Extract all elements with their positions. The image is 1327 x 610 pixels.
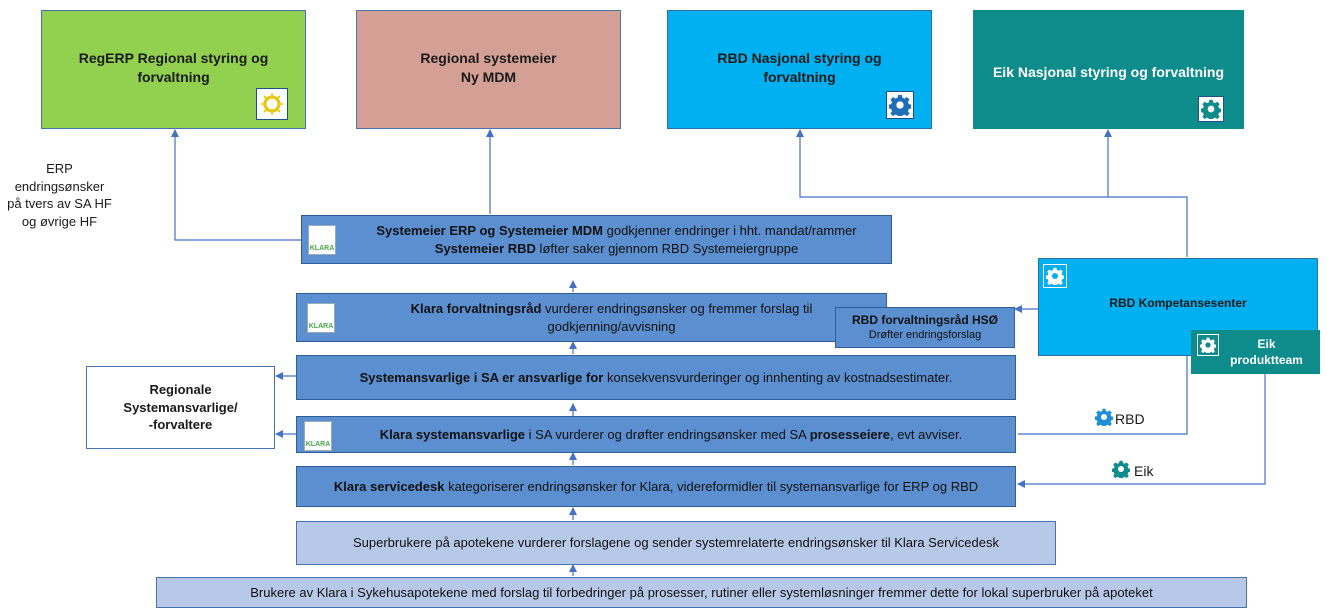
eik-line1: Eik Nasjonal styring og forvaltning <box>992 64 1225 80</box>
regionale-line2: Systemansvarlige/ <box>123 399 238 415</box>
arrow-rbd-klarasys <box>1018 355 1188 435</box>
erp-note-line1: ERP endringsønsker <box>14 161 105 194</box>
eik-edge-text: Eik <box>1134 463 1154 479</box>
klara-servicedesk-box: Klara servicedesk kategoriserer endrings… <box>296 466 1016 507</box>
systemeier-rest2: løfter saker gjennom RBD Systemeiergrupp… <box>535 240 799 256</box>
eik-edge-label: Eik <box>1111 460 1154 483</box>
klarasys-bold1: Klara systemansvarlige <box>379 426 526 442</box>
regionale-box: Regionale Systemansvarlige/ -forvaltere <box>86 366 275 449</box>
klara-systemansvarlige-box: KLARA Klara systemansvarlige i SA vurder… <box>296 416 1016 453</box>
regerp-line2: forvaltning <box>137 68 210 85</box>
rbd-edge-text: RBD <box>1115 411 1145 427</box>
arrow-kompetanse-rbd <box>796 129 1188 257</box>
erp-note: ERP endringsønsker på tvers av SA HF og … <box>2 160 117 230</box>
rbd-edge-label: RBD <box>1094 408 1145 431</box>
rbd-hso-sub: Drøfter endringsforslag <box>868 329 982 342</box>
klara-logo-text: KLARA <box>309 244 335 252</box>
erp-note-line2: på tvers av SA HF <box>7 196 112 212</box>
arrow-eik-servicedesk <box>1017 373 1266 488</box>
regionale-line3: -forvaltere <box>148 417 213 433</box>
systemansvarlige-bold: Systemansvarlige i SA er ansvarlige for <box>359 369 604 385</box>
rbd-nasjonal-box: RBD Nasjonal styring og forvaltning <box>667 10 932 129</box>
eik-produktteam-box: Eik produktteam <box>1191 330 1320 374</box>
gear-icon <box>886 91 914 119</box>
gear-icon <box>1094 408 1114 431</box>
forvaltningsrad-line2: godkjenning/avvisning <box>547 318 676 334</box>
systemeier-line1: Regional systemeier <box>420 50 557 66</box>
klara-logo: KLARA <box>308 225 336 255</box>
klarasys-bold2: prosesseiere <box>809 426 890 442</box>
systemeier-godkjenner-box: KLARA Systemeier ERP og Systemeier MDM g… <box>301 215 892 264</box>
klarasys-rest1: i SA vurderer og drøfter endringsønsker … <box>525 426 810 442</box>
systemeier-mdm-box: Regional systemeier Ny MDM <box>356 10 621 129</box>
regionale-line1: Regionale <box>149 382 212 398</box>
eik-team-line1: Eik <box>1257 336 1276 351</box>
kompetansesenter-title: RBD Kompetansesenter <box>1109 295 1247 310</box>
eik-nasjonal-box: Eik Nasjonal styring og forvaltning <box>973 10 1244 129</box>
regerp-line1: RegERP Regional styring og <box>78 50 269 66</box>
brukere-text: Brukere av Klara i Sykehusapotekene med … <box>250 584 1153 600</box>
regerp-box: RegERP Regional styring og forvaltning <box>41 10 306 129</box>
systemansvarlige-rest: konsekvensvurderinger og innhenting av k… <box>603 369 953 385</box>
gear-icon <box>1111 460 1131 483</box>
forvaltningsrad-rest1: vurderer endringsønsker og fremmer forsl… <box>541 300 813 316</box>
servicedesk-bold: Klara servicedesk <box>333 478 445 494</box>
sun-icon <box>256 88 288 120</box>
gear-icon <box>1197 334 1219 356</box>
superbrukere-box: Superbrukere på apotekene vurderer forsl… <box>296 521 1056 565</box>
eik-team-line2: produktteam <box>1230 353 1303 367</box>
superbrukere-text: Superbrukere på apotekene vurderer forsl… <box>352 535 999 551</box>
systemeier-bold1: Systemeier ERP og Systemeier MDM <box>376 222 603 238</box>
klara-logo: KLARA <box>304 421 332 451</box>
gear-icon <box>1043 264 1067 288</box>
klarasys-rest2: , evt avviser. <box>889 426 963 442</box>
erp-note-line3: og øvrige HF <box>21 213 98 229</box>
rbd-forvaltningsrad-hso-box: RBD forvaltningsråd HSØ Drøfter endrings… <box>835 307 1015 348</box>
arrow-systemeier-regerp <box>171 129 305 241</box>
rbd-line2: forvaltning <box>763 68 836 85</box>
klara-forvaltningsrad-box: KLARA Klara forvaltningsråd vurderer end… <box>296 293 887 342</box>
forvaltningsrad-bold1: Klara forvaltningsråd <box>410 300 542 316</box>
klara-logo-text: KLARA <box>305 440 331 448</box>
systemansvarlige-box: Systemansvarlige i SA er ansvarlige for … <box>296 355 1016 400</box>
klara-logo-text: KLARA <box>308 322 334 330</box>
gear-icon <box>1198 96 1224 122</box>
servicedesk-rest: kategoriserer endringsønsker for Klara, … <box>444 478 979 494</box>
brukere-box: Brukere av Klara i Sykehusapotekene med … <box>156 577 1247 608</box>
rbd-line1: RBD Nasjonal styring og <box>717 50 882 66</box>
systemeier-bold2: Systemeier RBD <box>434 240 536 256</box>
rbd-hso-title: RBD forvaltningsråd HSØ <box>851 312 998 327</box>
systemeier-line2: Ny MDM <box>460 68 517 85</box>
klara-logo: KLARA <box>307 303 335 333</box>
systemeier-rest1: godkjenner endringer i hht. mandat/ramme… <box>603 222 857 238</box>
